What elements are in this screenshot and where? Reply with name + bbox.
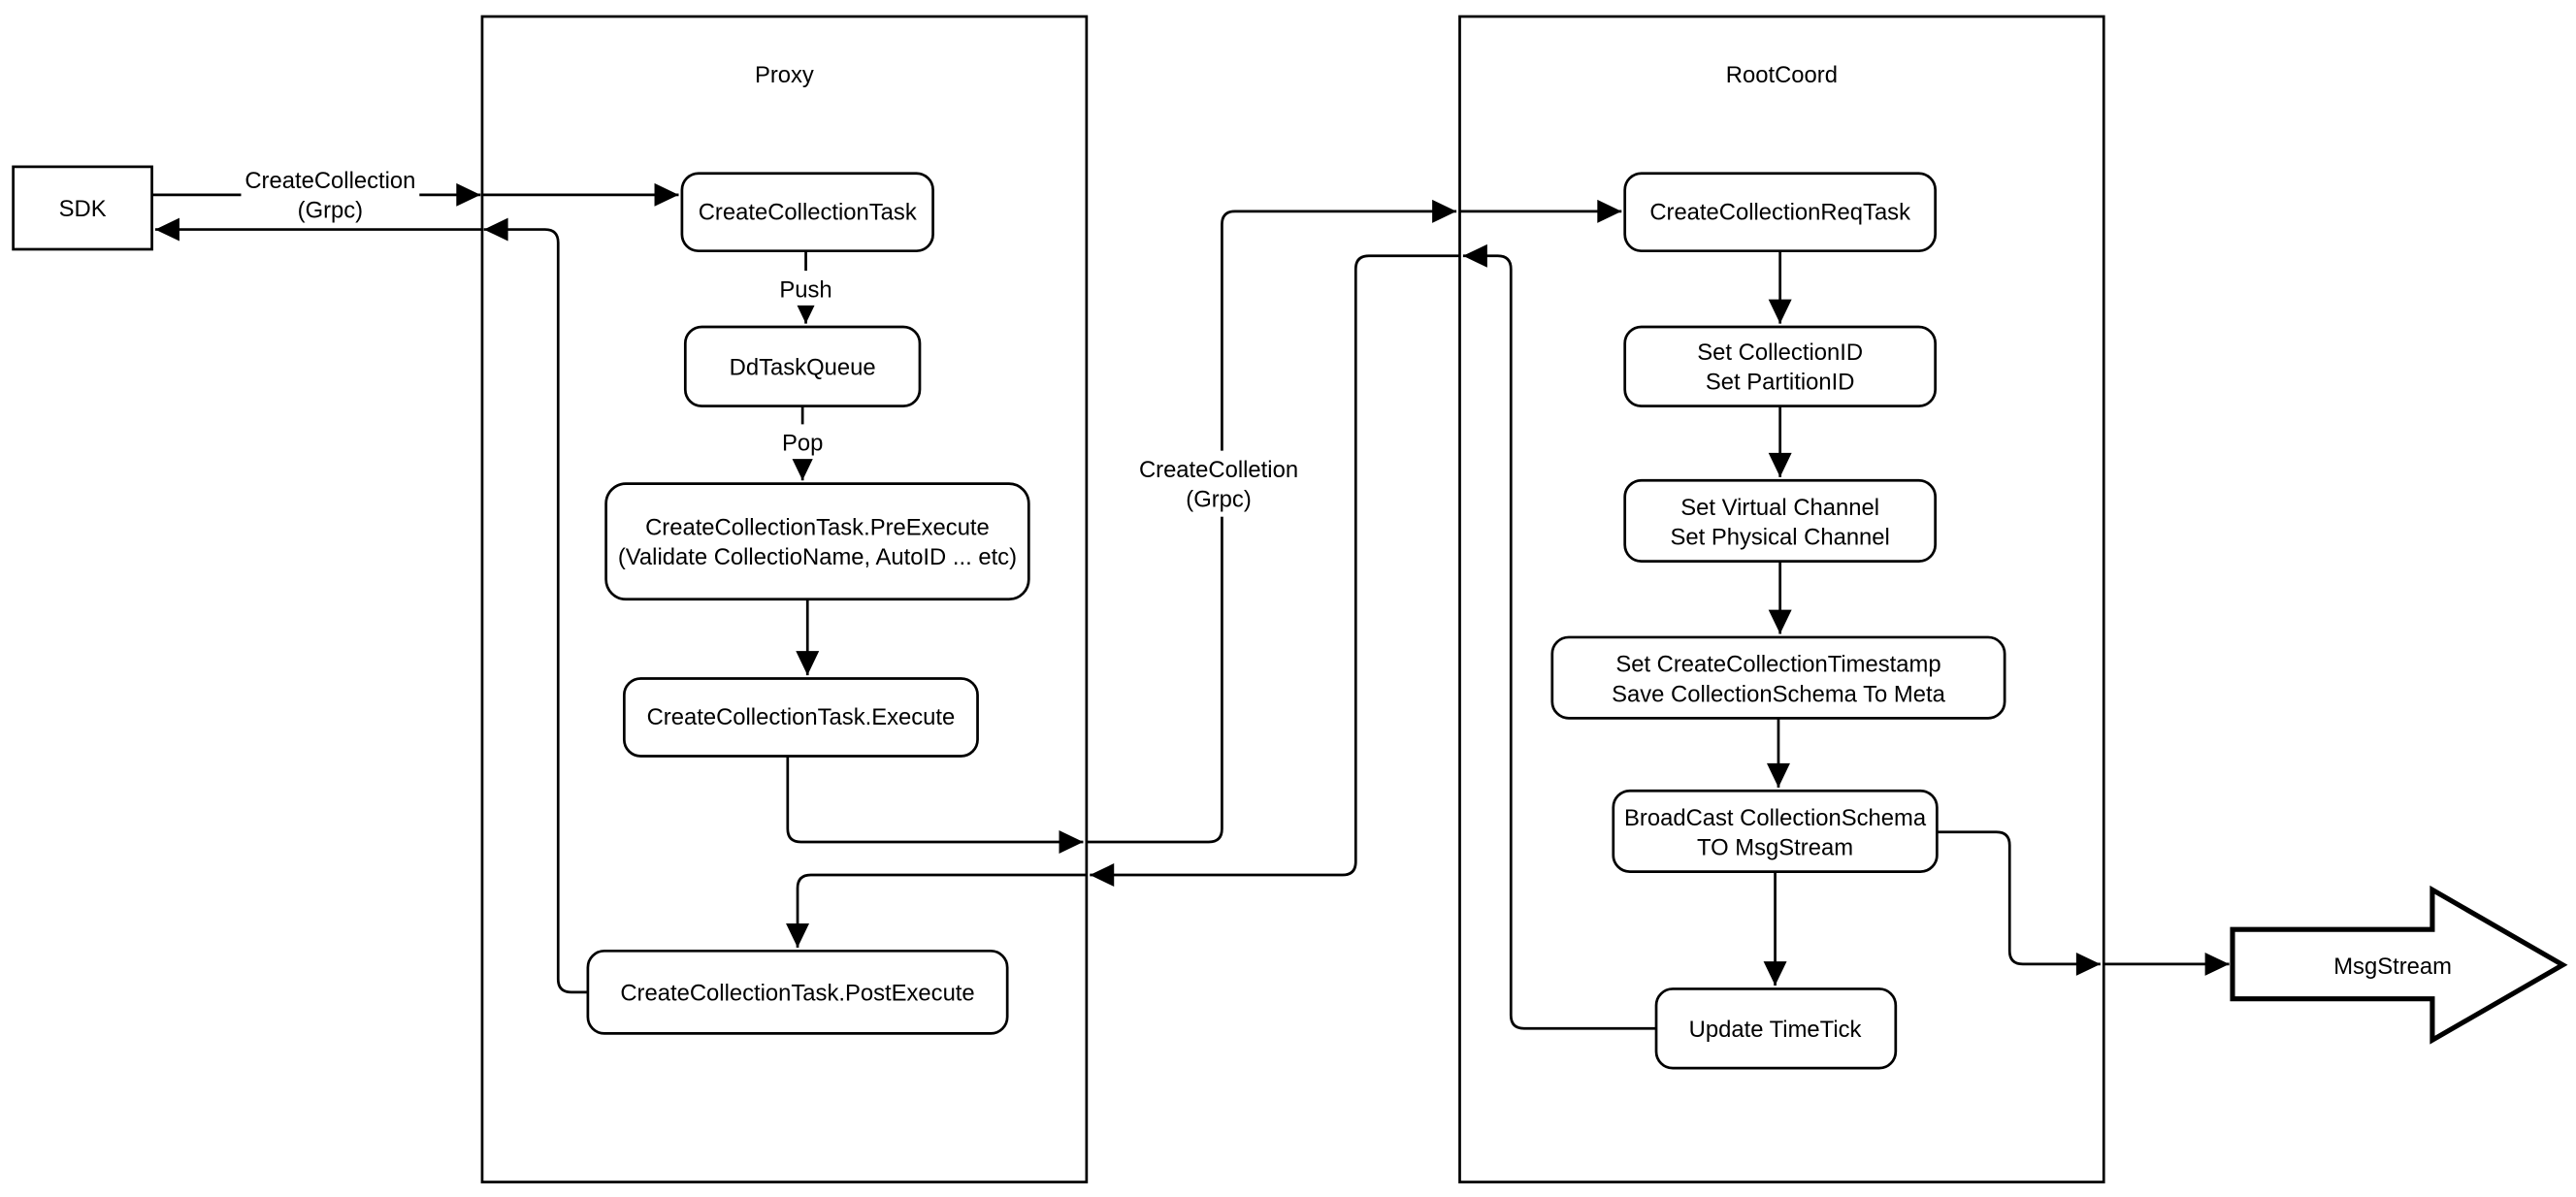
node-broadcast-line2: TO MsgStream: [1697, 835, 1853, 861]
node-broadcast-line1: BroadCast CollectionSchema: [1624, 805, 1927, 831]
edge-label-grpc-mid: CreateColletion (Grpc): [1127, 450, 1314, 517]
edge-broadcast-to-rootcoord-border: [1937, 830, 2101, 976]
node-post-execute: CreateCollectionTask.PostExecute: [586, 949, 1009, 1035]
node-execute-box: [622, 677, 979, 758]
edge-label-grpc-out: CreateCollection (Grpc): [241, 165, 420, 228]
rootcoord-title: RootCoord: [1726, 62, 1838, 88]
node-dd-task-queue-label: DdTaskQueue: [730, 354, 876, 380]
node-req-task-box: [1623, 172, 1938, 253]
edge-proxy-border-to-post-execute: [786, 873, 1087, 948]
msgstream-arrow-shape: [2230, 885, 2568, 1045]
edge-label-pop: Pop: [774, 424, 831, 460]
edge-label-pop-text: Pop: [782, 431, 823, 457]
edge-proxy-border-to-rootcoord-border: [1086, 199, 1457, 844]
edge-label-grpc-mid-bg: [1127, 450, 1314, 517]
node-execute: CreateCollectionTask.Execute: [622, 677, 979, 758]
node-set-timestamp: Set CreateCollectionTimestamp Save Colle…: [1550, 635, 2006, 720]
rootcoord-container: [1458, 15, 2105, 1183]
node-dd-task-queue-box: [683, 325, 922, 408]
edge-label-grpc-mid-line1: CreateColletion: [1139, 457, 1298, 483]
node-update-timetick-label: Update TimeTick: [1689, 1017, 1862, 1043]
node-broadcast-box: [1612, 789, 1939, 873]
edge-rootcoord-border-to-proxy-border: [1090, 254, 1460, 887]
node-set-ids-line1: Set CollectionID: [1697, 340, 1863, 366]
node-sdk-box: [12, 165, 153, 251]
edge-label-grpc-out-line2: (Grpc): [298, 198, 363, 224]
msgstream-label: MsgStream: [2333, 954, 2452, 980]
proxy-title: Proxy: [755, 62, 814, 88]
proxy-container: [480, 15, 1089, 1183]
node-execute-label: CreateCollectionTask.Execute: [647, 704, 956, 730]
edge-execute-to-proxy-border: [786, 756, 1084, 854]
node-set-timestamp-box: [1550, 635, 2006, 720]
edge-post-execute-to-proxy-border: [483, 217, 588, 994]
node-post-execute-label: CreateCollectionTask.PostExecute: [620, 980, 974, 1006]
node-req-task-label: CreateCollectionReqTask: [1649, 199, 1910, 225]
node-create-collection-task: CreateCollectionTask: [680, 172, 934, 253]
node-pre-execute-line2: (Validate CollectioName, AutoID ... etc): [618, 544, 1017, 570]
node-set-ids-line2: Set PartitionID: [1706, 370, 1855, 396]
node-create-collection-task-label: CreateCollectionTask: [699, 199, 917, 225]
msgstream-arrow: MsgStream: [2230, 885, 2568, 1045]
node-post-execute-box: [586, 949, 1009, 1035]
node-req-task: CreateCollectionReqTask: [1623, 172, 1938, 253]
node-update-timetick-box: [1654, 987, 1898, 1070]
node-sdk-label: SDK: [59, 196, 107, 222]
edge-label-push-bg: [772, 271, 839, 306]
node-set-timestamp-line1: Set CreateCollectionTimestamp: [1615, 652, 1940, 678]
edge-label-grpc-out-bg: [241, 165, 420, 228]
node-dd-task-queue: DdTaskQueue: [683, 325, 922, 408]
edge-label-push: Push: [772, 271, 839, 306]
node-pre-execute-box: [604, 482, 1030, 601]
node-update-timetick: Update TimeTick: [1654, 987, 1898, 1070]
node-broadcast: BroadCast CollectionSchema TO MsgStream: [1612, 789, 1939, 873]
node-set-ids: Set CollectionID Set PartitionID: [1623, 325, 1938, 408]
node-set-channels-line1: Set Virtual Channel: [1680, 495, 1879, 521]
node-set-channels-box: [1623, 478, 1938, 564]
edge-label-push-text: Push: [779, 276, 831, 303]
node-set-channels: Set Virtual Channel Set Physical Channel: [1623, 478, 1938, 564]
node-create-collection-task-box: [680, 172, 934, 253]
edge-label-grpc-out-line1: CreateCollection: [245, 168, 415, 194]
edge-label-grpc-mid-line2: (Grpc): [1186, 486, 1251, 512]
edge-label-pop-bg: [774, 424, 831, 460]
node-sdk: SDK: [12, 165, 153, 251]
node-set-ids-box: [1623, 325, 1938, 408]
edge-update-timetick-to-rootcoord-border: [1462, 243, 1657, 1030]
node-set-channels-line2: Set Physical Channel: [1670, 525, 1889, 551]
node-pre-execute-line1: CreateCollectionTask.PreExecute: [645, 514, 990, 540]
node-pre-execute: CreateCollectionTask.PreExecute (Validat…: [604, 482, 1030, 601]
node-set-timestamp-line2: Save CollectionSchema To Meta: [1612, 681, 1945, 707]
